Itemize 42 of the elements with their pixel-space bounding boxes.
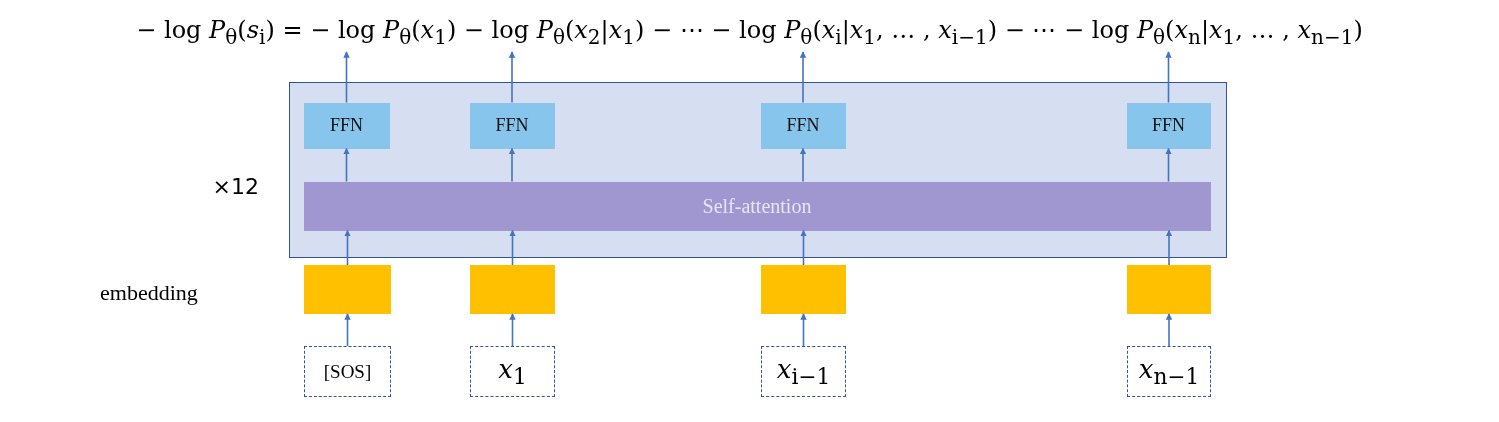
layer-label: Self-attention: [702, 194, 812, 218]
arrow: [509, 229, 516, 266]
ffn-box: [1126, 102, 1211, 149]
embedding-box: [470, 265, 555, 314]
arrow: [800, 313, 807, 347]
embedding-box: [1127, 265, 1211, 314]
block-label: FFN: [786, 115, 820, 136]
arrow: [509, 313, 516, 347]
ffn-box: [303, 102, 390, 149]
arrow: [344, 229, 351, 266]
arrow: [800, 229, 807, 266]
arrow: [508, 147, 516, 183]
arrow: [1165, 229, 1173, 266]
block-label: FFN: [495, 115, 529, 136]
arrow: [1165, 147, 1172, 183]
input-token-box: [1127, 346, 1211, 397]
ffn-box: [469, 102, 555, 149]
arrow: [799, 51, 807, 104]
arrow: [1165, 313, 1173, 347]
input-token-box: [304, 346, 391, 397]
input-token-box: [761, 346, 846, 397]
arrow: [343, 147, 350, 183]
token-label: x$_{1}$: [498, 353, 527, 390]
block-label: FFN: [1152, 115, 1185, 136]
arrow: [344, 313, 351, 347]
token-label: [SOS]: [323, 360, 372, 383]
embedding-label: embedding: [100, 280, 198, 306]
token-label: x$_{i−1}$: [776, 353, 831, 390]
embedding-box: [761, 265, 846, 314]
layer-stack-box: [289, 82, 1227, 258]
ffn-box: [760, 102, 846, 149]
token-label: x$_{n−1}$: [1138, 353, 1200, 390]
loss-formula: − log P$_{θ}$(s$_{i}$) = − log P$_{θ}$(x$_{1}$) − log P$_{θ}$(x$_{2}$|x$_{1}$) − ⋯ − log P$_{θ}$(x$_{i}$|x$_{1}$, … , x$_{i−1}$) − ⋯ − log P$_{θ}$(x$_{n}$|x$_{1}$, … , x$_{n−1}$): [136, 15, 1363, 49]
arrow: [799, 147, 807, 183]
arrow: [343, 51, 350, 104]
self-attention-bar: [303, 181, 1211, 231]
arrow: [1165, 51, 1172, 104]
repeat-count-label: ×12: [212, 174, 259, 199]
block-label: FFN: [330, 115, 363, 136]
input-token-box: [470, 346, 555, 397]
arrow: [508, 51, 516, 104]
embedding-box: [304, 265, 391, 314]
